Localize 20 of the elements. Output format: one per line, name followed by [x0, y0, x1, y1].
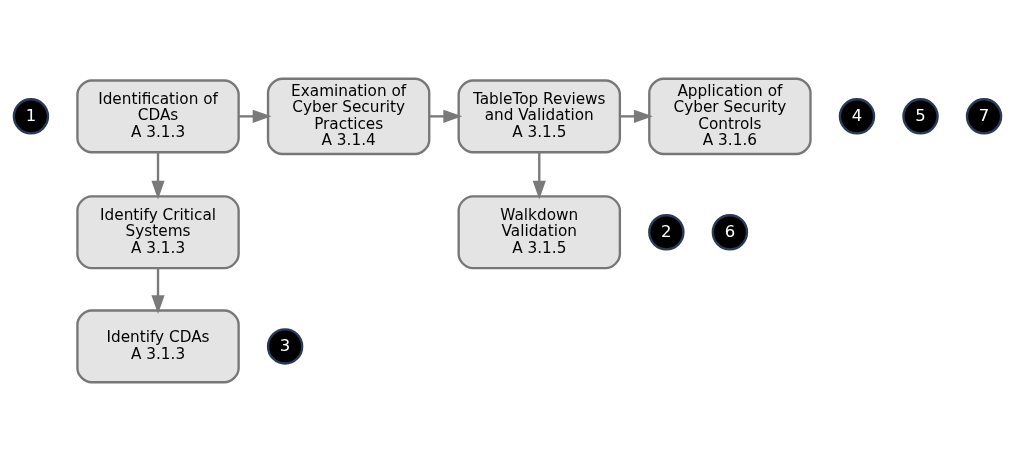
- node-circle: 1: [12, 97, 50, 135]
- node-circle: 7: [965, 97, 1003, 135]
- node-box: Examination of Cyber Security Practices A 3.1.4: [266, 77, 431, 155]
- node-circle: 3: [266, 327, 304, 365]
- node-box: Identification of CDAs A 3.1.3: [76, 78, 240, 153]
- arrow: [620, 109, 653, 123]
- node-box: Identify Critical Systems A 3.1.3: [76, 194, 240, 269]
- arrow: [151, 152, 165, 200]
- node-circle: 2: [648, 213, 685, 250]
- node-box: Walkdown Validation A 3.1.5: [457, 194, 622, 269]
- node-box: TableTop Reviews and Validation A 3.1.5: [457, 78, 622, 153]
- arrow: [429, 109, 463, 123]
- arrow: [532, 152, 546, 200]
- node-box: Identify CDAs A 3.1.3: [76, 308, 240, 383]
- node-box: Application of Cyber Security Controls A 3.1.6: [648, 77, 812, 155]
- node-circle: 6: [711, 213, 749, 250]
- node-circle: 4: [838, 97, 876, 135]
- node-circle: 5: [902, 97, 939, 135]
- arrow: [238, 109, 272, 123]
- arrow: [151, 267, 165, 314]
